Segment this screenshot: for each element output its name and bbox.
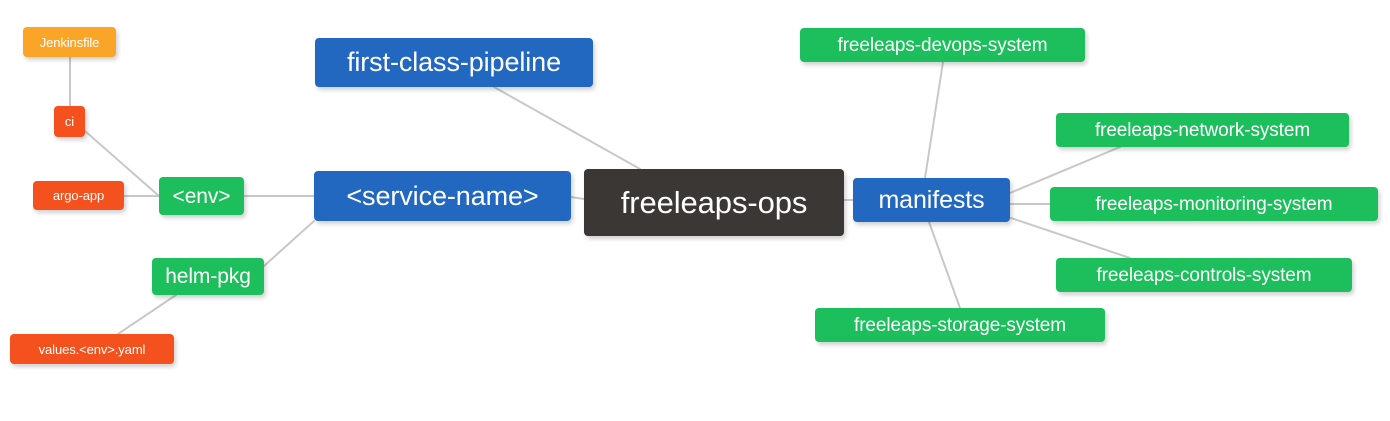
node-label-jenkinsfile: Jenkinsfile [39,34,100,50]
node-argo-app[interactable]: argo-app [33,181,124,210]
node-label-storage-system: freeleaps-storage-system [854,314,1066,336]
node-network-system[interactable]: freeleaps-network-system [1056,113,1349,147]
node-devops-system[interactable]: freeleaps-devops-system [800,28,1085,62]
node-values-env-yaml[interactable]: values.<env>.yaml [10,334,174,364]
node-label-first-class-pipeline: first-class-pipeline [346,47,562,77]
node-label-helm-pkg: helm-pkg [165,265,251,288]
node-label-env: <env> [172,184,231,208]
node-label-argo-app: argo-app [52,188,105,203]
node-label-devops-system: freeleaps-devops-system [837,34,1048,56]
edge-manifests-to-devops-system [924,61,944,179]
node-env[interactable]: <env> [159,177,244,215]
edge-service-name-to-freeleaps-ops [570,196,585,200]
node-monitoring-system[interactable]: freeleaps-monitoring-system [1050,187,1378,221]
node-storage-system[interactable]: freeleaps-storage-system [815,308,1105,342]
node-freeleaps-ops[interactable]: freeleaps-ops [584,169,844,236]
node-manifests[interactable]: manifests [853,178,1010,222]
node-label-controls-system: freeleaps-controls-system [1096,264,1312,286]
edge-first-class-pipeline-to-freeleaps-ops [493,86,641,170]
edge-service-name-to-helm-pkg [263,220,315,267]
node-label-network-system: freeleaps-network-system [1094,119,1311,141]
node-controls-system[interactable]: freeleaps-controls-system [1056,258,1352,292]
node-helm-pkg[interactable]: helm-pkg [152,258,264,295]
node-ci[interactable]: ci [54,106,85,137]
node-service-name[interactable]: <service-name> [314,171,571,221]
node-label-manifests: manifests [878,185,985,214]
edge-helm-pkg-to-values-env-yaml [117,294,177,335]
node-label-values-env-yaml: values.<env>.yaml [38,341,146,357]
node-label-service-name: <service-name> [346,180,539,211]
edge-manifests-to-storage-system [928,221,961,309]
node-jenkinsfile[interactable]: Jenkinsfile [23,27,116,57]
node-label-monitoring-system: freeleaps-monitoring-system [1095,193,1333,215]
node-label-ci: ci [64,114,75,129]
edge-manifests-to-controls-system [1010,217,1131,259]
node-first-class-pipeline[interactable]: first-class-pipeline [315,38,593,87]
node-label-freeleaps-ops: freeleaps-ops [620,185,808,220]
